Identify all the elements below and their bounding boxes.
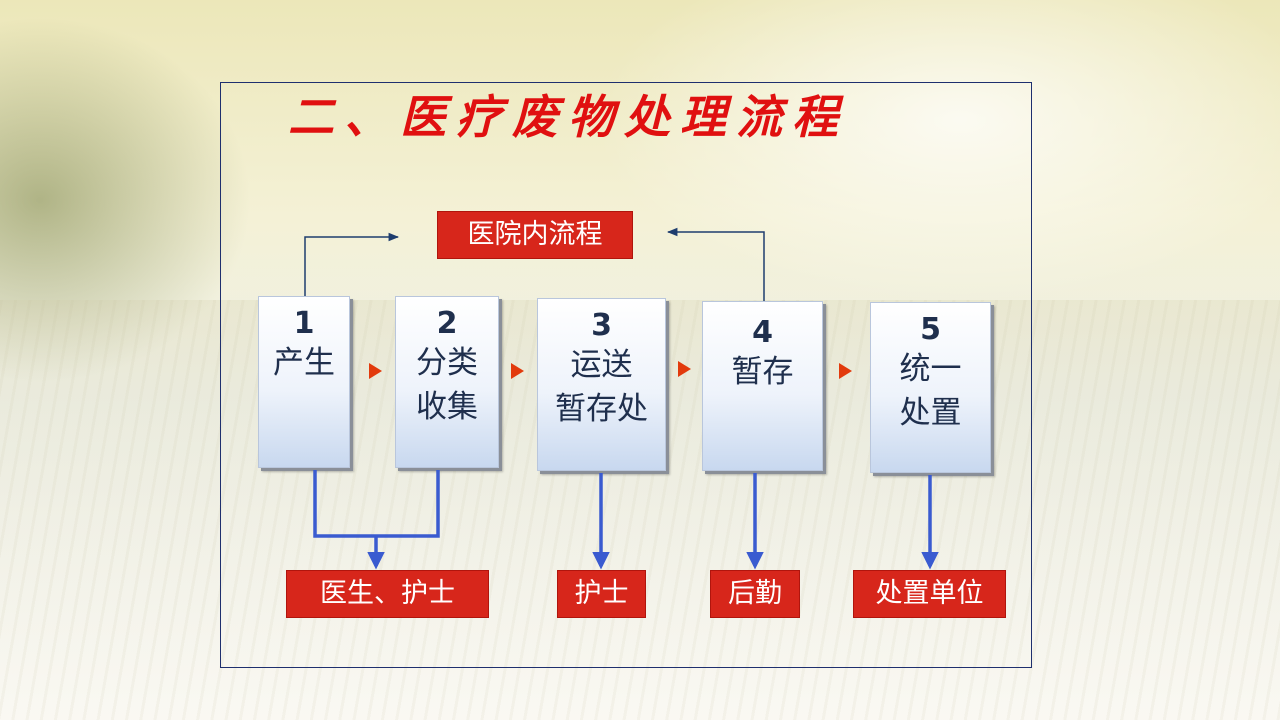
step-label: 暂存 <box>731 354 794 390</box>
flow-arrow-2-3 <box>511 363 524 379</box>
step-label: 分类 收集 <box>416 345 478 425</box>
role-disposal-unit: 处置单位 <box>853 570 1006 618</box>
step-number: 5 <box>920 312 941 347</box>
flow-arrow-4-5 <box>839 363 852 379</box>
connector-to-hospital-left <box>304 232 400 296</box>
connector-steps-1-2-to-role <box>313 470 440 538</box>
content-frame <box>220 82 1032 668</box>
step-number: 3 <box>591 308 612 343</box>
step-3-transport: 3 运送 暂存处 <box>537 298 666 471</box>
connector-to-hospital-right <box>666 227 765 301</box>
step-number: 2 <box>436 306 458 341</box>
slide-title: 二、医疗废物处理流程 <box>288 90 848 144</box>
step-number: 4 <box>752 315 773 350</box>
role-nurse: 护士 <box>557 570 646 618</box>
step-label: 运送 暂存处 <box>555 347 648 427</box>
step-label: 统一 处置 <box>899 351 962 431</box>
role-logistics: 后勤 <box>710 570 800 618</box>
step-1-generate: 1 产生 <box>258 296 350 468</box>
flow-arrow-3-4 <box>678 361 691 377</box>
flow-arrow-1-2 <box>369 363 382 379</box>
role-doctor-nurse: 医生、护士 <box>286 570 489 618</box>
hospital-process-label: 医院内流程 <box>437 211 633 259</box>
step-5-disposal: 5 统一 处置 <box>870 302 991 473</box>
step-2-sort-collect: 2 分类 收集 <box>395 296 499 468</box>
step-4-temporary-storage: 4 暂存 <box>702 301 823 471</box>
step-label: 产生 <box>273 345 335 381</box>
step-number: 1 <box>293 306 315 341</box>
